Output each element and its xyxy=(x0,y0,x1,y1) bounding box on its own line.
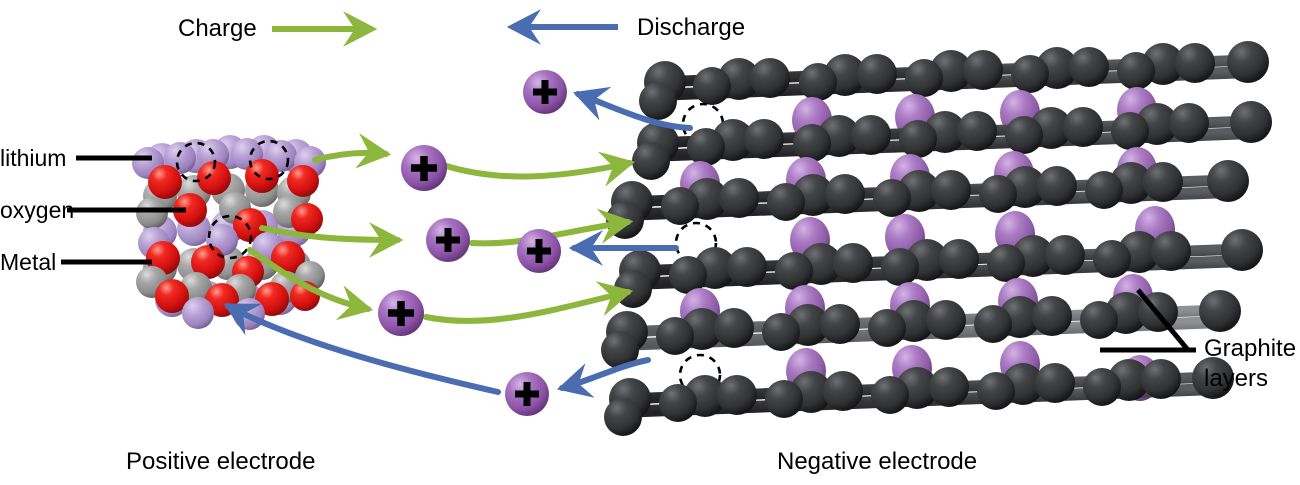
label-metal: Metal xyxy=(0,249,57,275)
label-oxygen: oxygen xyxy=(0,197,75,223)
lithium-ion xyxy=(378,290,424,336)
label-lithium: lithium xyxy=(0,145,67,171)
label-graphite-layers-line1: Graphite xyxy=(1204,335,1297,362)
legend-discharge-label: Discharge xyxy=(637,14,746,41)
legend-charge-label: Charge xyxy=(178,15,257,42)
lithium-ion xyxy=(426,218,470,262)
lithium-ion xyxy=(517,229,561,273)
negative-electrode-graphite xyxy=(601,41,1272,436)
caption-negative-electrode: Negative electrode xyxy=(777,448,978,475)
charge-flow-paths xyxy=(247,133,636,324)
label-graphite-layers-line2: layers xyxy=(1204,365,1269,392)
cathode-vacancy-markers xyxy=(175,139,290,260)
discharge-flow-paths xyxy=(223,86,693,398)
cathode-label-lines xyxy=(61,155,186,265)
graphite-layer xyxy=(604,357,1234,436)
graphite-layer xyxy=(606,160,1249,265)
positive-electrode-crystal xyxy=(132,135,326,330)
free-lithium-ions xyxy=(378,70,567,416)
lithium-ion xyxy=(505,372,549,416)
lithium-ion xyxy=(523,70,567,114)
graphite-layers-bracket xyxy=(1100,288,1196,353)
graphite-layer xyxy=(614,229,1263,334)
caption-positive-electrode: Positive electrode xyxy=(126,448,316,475)
lithium-ion xyxy=(401,145,447,191)
